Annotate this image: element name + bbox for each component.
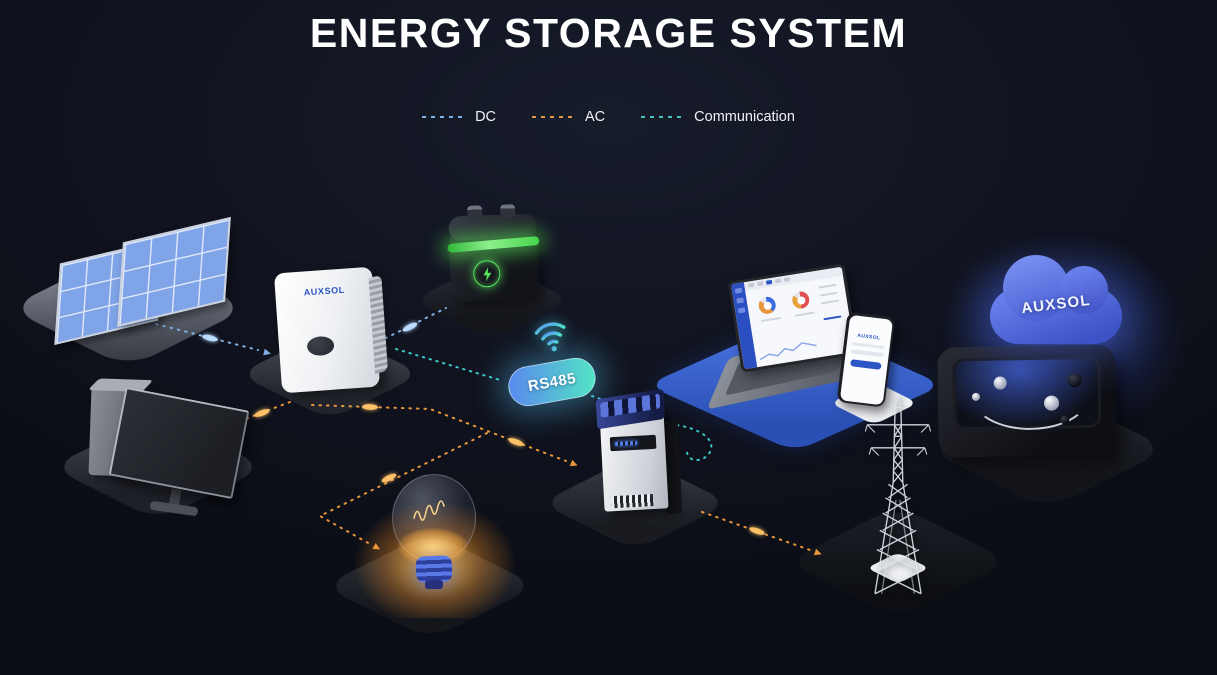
phone-brand-label: AUXSOL [856, 332, 881, 342]
server-orbit-arc [969, 354, 1093, 431]
legend-item-dc: DC [422, 109, 496, 125]
laptop-icon [727, 263, 859, 373]
legend-item-communication: Communication [641, 109, 795, 125]
dashboard-text-line [820, 299, 840, 305]
legend: DC AC Communication [0, 109, 1217, 125]
wifi-icon [534, 322, 566, 352]
cloud-icon [990, 255, 1122, 344]
cloud-server-box [937, 344, 1117, 458]
bulb-filament [413, 500, 445, 521]
dc-dash-swatch [422, 116, 467, 118]
dashboard-text-line [819, 291, 838, 297]
dashboard-text-line [794, 311, 815, 317]
communication-line-meter-hook [669, 423, 713, 461]
rs485-label: RS485 [526, 369, 578, 395]
meter-pins [610, 494, 654, 509]
phone-login-button [849, 358, 882, 370]
transmission-tower-icon [864, 393, 932, 595]
legend-label-dc: DC [475, 109, 497, 125]
legend-label-communication: Communication [694, 109, 795, 125]
lightning-bolt-icon [472, 259, 501, 288]
ac-dash-swatch [532, 116, 577, 118]
dc-line-inverter-to-battery [371, 307, 447, 346]
dashboard-text-line [818, 283, 837, 289]
communication-dash-swatch [641, 116, 686, 118]
bulb-screw-base [415, 555, 453, 583]
phone-input-field [850, 349, 884, 357]
inverter-display [306, 335, 335, 357]
donut-chart [757, 295, 777, 316]
line-chart [759, 342, 817, 361]
donut-chart [791, 290, 811, 310]
laptop-dashboard [730, 266, 856, 370]
dashboard-text-line [823, 315, 842, 321]
communication-line-inverter-to-rs485 [395, 348, 501, 381]
smart-meter-icon [595, 388, 669, 512]
meter-display [609, 434, 657, 452]
battery-terminal [466, 205, 483, 219]
legend-label-ac: AC [585, 109, 606, 125]
server-knob [1060, 415, 1070, 425]
phone-input-field [851, 341, 885, 350]
dashboard-text-line [760, 316, 781, 323]
battery-icon [447, 204, 540, 302]
bulb-tip [425, 580, 443, 589]
inverter-brand-label: AUXSOL [303, 284, 346, 298]
energy-pulses [202, 322, 765, 535]
page-title: ENERGY STORAGE SYSTEM [309, 10, 908, 56]
legend-item-ac: AC [532, 109, 605, 125]
inverter-icon: AUXSOL [273, 266, 381, 394]
server-cavity [952, 354, 1102, 431]
ac-line-inverter-to-meter [311, 404, 567, 462]
battery-terminal [499, 204, 516, 218]
